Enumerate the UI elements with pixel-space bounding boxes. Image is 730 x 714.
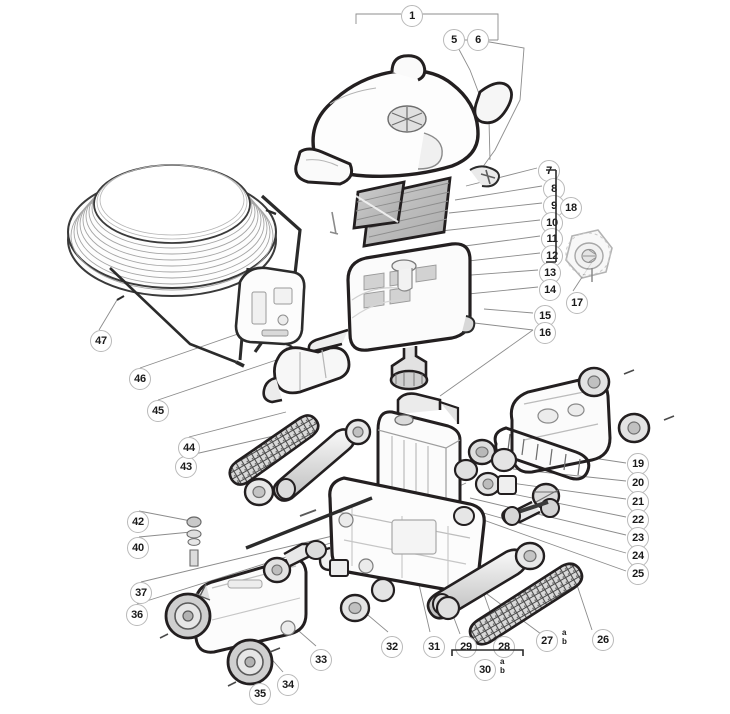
callout-33[interactable]: 33 (310, 649, 332, 671)
callout-label: 7 (546, 165, 552, 177)
axle-shaft-right (503, 500, 549, 526)
callout-label: 15 (539, 310, 551, 322)
callout-label: 36 (131, 609, 143, 621)
callout-label: 1 (409, 10, 415, 22)
gear-bushing-cluster (453, 438, 561, 526)
callout-label: 44 (183, 442, 195, 454)
callout-45[interactable]: 45 (147, 400, 169, 422)
callout-label: 26 (597, 634, 609, 646)
callout-44[interactable]: 44 (178, 437, 200, 459)
brush-roller-rear (468, 562, 584, 646)
callout-17[interactable]: 17 (566, 292, 588, 314)
roller-bearing (435, 595, 461, 621)
callout-label: 47 (95, 335, 107, 347)
callout-label: 21 (632, 496, 644, 508)
callout-27[interactable]: 27 (536, 630, 558, 652)
callout-label: 12 (546, 250, 558, 262)
callout-40[interactable]: 40 (127, 537, 149, 559)
callout-label: 8 (551, 183, 557, 195)
callout-36[interactable]: 36 (126, 604, 148, 626)
callout-label: 43 (180, 461, 192, 473)
callout-16[interactable]: 16 (534, 322, 556, 344)
callout-5[interactable]: 5 (443, 29, 465, 51)
callout-35[interactable]: 35 (249, 683, 271, 705)
callout-label: 23 (632, 532, 644, 544)
callout-label: 20 (632, 477, 644, 489)
brush-roller-front (228, 414, 320, 507)
callout-label: 14 (544, 284, 556, 296)
callout-18[interactable]: 18 (560, 197, 582, 219)
pump-impeller (565, 229, 613, 282)
callout-25[interactable]: 25 (627, 563, 649, 585)
callout-label: 11 (546, 233, 558, 245)
floating-cable-coil (67, 164, 302, 368)
callout-label: 13 (544, 267, 556, 279)
callout-label: 37 (135, 587, 147, 599)
side-plate-track-assembly (493, 366, 675, 481)
callout-30[interactable]: 30 (474, 659, 496, 681)
callout-43[interactable]: 43 (175, 456, 197, 478)
callout-label: 29 (460, 641, 472, 653)
callout-46[interactable]: 46 (129, 368, 151, 390)
callout-label: 28 (498, 641, 510, 653)
callout-label: 16 (539, 327, 551, 339)
callout-label: 30 (479, 664, 491, 676)
callout-label: 17 (571, 297, 583, 309)
callout-label: 9 (551, 200, 557, 212)
callout-47[interactable]: 47 (90, 330, 112, 352)
callout-label: 42 (132, 516, 144, 528)
callout-label: 40 (132, 542, 144, 554)
callout-label: 27 (541, 635, 553, 647)
callout-1[interactable]: 1 (401, 5, 423, 27)
callout-label: 34 (282, 679, 294, 691)
callout-label: 33 (315, 654, 327, 666)
callout-label: 6 (475, 34, 481, 46)
callout-34[interactable]: 34 (277, 674, 299, 696)
callout-label: 31 (428, 641, 440, 653)
callout-label: 19 (632, 458, 644, 470)
callout-label: 22 (632, 514, 644, 526)
callout-label: 45 (152, 405, 164, 417)
connector-rods (245, 496, 373, 584)
roller-tube-front (272, 418, 372, 502)
callout-32[interactable]: 32 (381, 636, 403, 658)
callout-label: 46 (134, 373, 146, 385)
chassis-base (318, 476, 486, 594)
callout-label: 24 (632, 550, 644, 562)
callout-label: 5 (451, 34, 457, 46)
filter-canister (307, 242, 476, 391)
callout-label: 35 (254, 688, 266, 700)
callout-14[interactable]: 14 (539, 279, 561, 301)
callout-label: 25 (632, 568, 644, 580)
callout-28[interactable]: 28 (493, 636, 515, 658)
fastener-stack (186, 516, 202, 567)
callout-26[interactable]: 26 (592, 629, 614, 651)
callout-29[interactable]: 29 (455, 636, 477, 658)
swivel-handle-assembly (262, 346, 351, 404)
callout-37[interactable]: 37 (130, 582, 152, 604)
callout-6[interactable]: 6 (467, 29, 489, 51)
callout-31[interactable]: 31 (423, 636, 445, 658)
callout-42[interactable]: 42 (127, 511, 149, 533)
callout-label: 18 (565, 202, 577, 214)
callout-label: 32 (386, 641, 398, 653)
filter-panels (352, 176, 452, 248)
top-cover-hood (294, 54, 513, 235)
